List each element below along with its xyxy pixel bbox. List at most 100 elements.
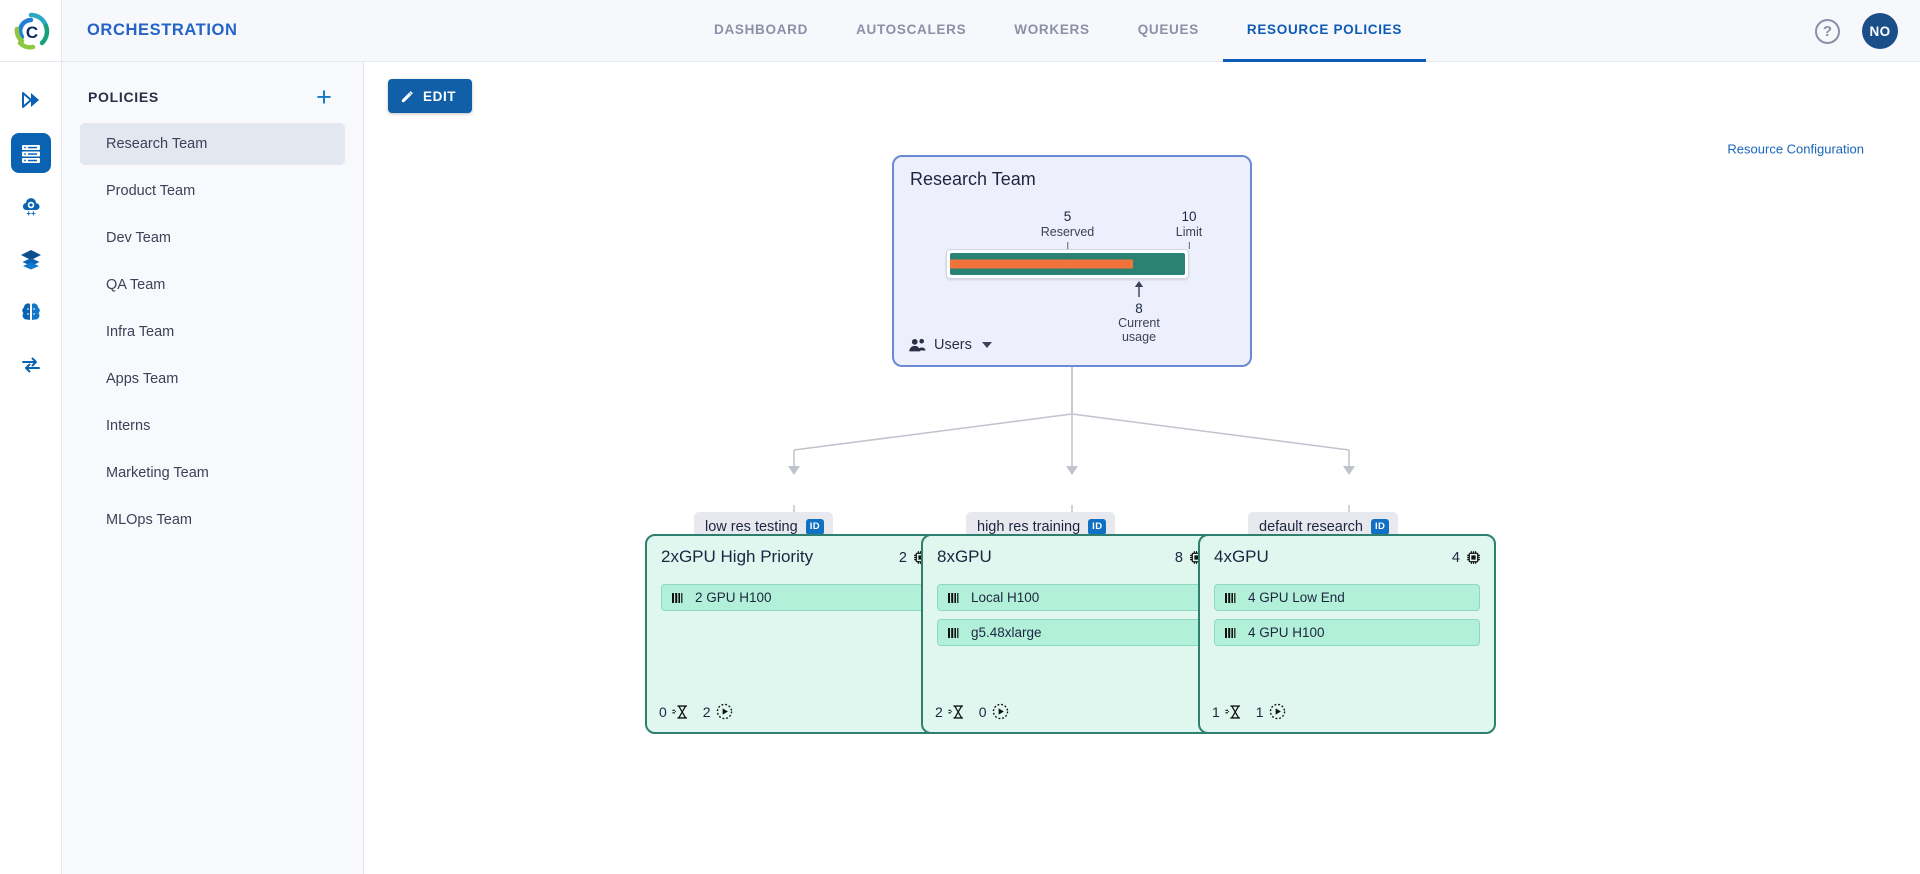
resource-item[interactable]: g5.48xlarge — [937, 619, 1203, 646]
pending-count: 1 — [1212, 703, 1220, 720]
resource-group-title: 8xGPU — [937, 547, 992, 566]
sidebar-item-interns[interactable]: Interns — [106, 418, 151, 434]
resource-item[interactable]: 2 GPU H100 — [661, 584, 927, 611]
running-count: 1 — [1255, 703, 1264, 720]
double-chevron-right-icon — [21, 92, 39, 108]
gauge-usage-marker: 8 Current usage — [1114, 281, 1164, 344]
resource-group-title: 4xGPU — [1214, 547, 1269, 566]
pending-stat: 1 — [1212, 704, 1242, 720]
tab-dashboard[interactable]: DASHBOARD — [714, 22, 809, 37]
cloud-gear-icon: ++ — [22, 198, 40, 218]
resource-item[interactable]: 4 GPU Low End — [1214, 584, 1480, 611]
resource-group-count-value: 2 — [898, 549, 907, 566]
pending-count: 0 — [659, 703, 667, 720]
sidebar-item-infra-team[interactable]: Infra Team — [106, 324, 175, 340]
id-badge: ID — [1370, 519, 1390, 535]
tab-autoscalers[interactable]: AUTOSCALERS — [856, 22, 967, 37]
users-dropdown[interactable]: Users — [908, 337, 992, 353]
help-icon[interactable]: ? — [1815, 18, 1840, 44]
policy-tree-canvas: Research Team 5 Reserved 10 Limit — [364, 62, 1920, 874]
sidebar-item-dev-team[interactable]: Dev Team — [106, 230, 172, 246]
resource-group-items: Local H100 g5.48xlarge — [937, 584, 1203, 654]
rail-item-brain[interactable] — [11, 292, 51, 332]
resource-group-card-2xgpu-high-priority[interactable]: 2xGPU High Priority 2 2 GPU — [645, 534, 943, 734]
policy-list: Research Team Product Team Dev Team QA T… — [62, 120, 363, 541]
users-label: Users — [934, 337, 972, 353]
resource-item[interactable]: 4 GPU H100 — [1214, 619, 1480, 646]
icon-rail: ++ — [0, 62, 62, 874]
resource-group-footer: 1 1 — [1212, 703, 1286, 720]
resource-item-label: 4 GPU Low End — [1248, 590, 1345, 605]
app-title: ORCHESTRATION — [87, 21, 238, 39]
svg-text:C: C — [25, 23, 37, 42]
server-rack-icon — [21, 145, 40, 163]
running-stat: 2 — [703, 703, 733, 720]
gpu-bars-icon — [948, 627, 959, 638]
resource-item-label: Local H100 — [971, 590, 1040, 605]
queue-pill-label: default research — [1259, 519, 1363, 535]
rail-item-layers[interactable] — [11, 239, 51, 279]
policies-title: POLICIES — [88, 89, 159, 105]
tab-workers[interactable]: WORKERS — [1014, 22, 1090, 37]
main-nav-tabs: DASHBOARD AUTOSCALERS WORKERS QUEUES RES… — [690, 0, 1427, 62]
gauge-reserved-stem — [1067, 242, 1068, 249]
hourglass-icon — [1225, 704, 1240, 719]
pending-count: 2 — [935, 703, 943, 720]
users-icon — [909, 338, 926, 352]
pending-stat: 2 — [935, 704, 965, 720]
add-policy-button[interactable]: + — [316, 82, 332, 112]
cpu-chip-icon — [1467, 551, 1480, 564]
resource-group-count-value: 4 — [1451, 549, 1460, 566]
rail-item-double-chevron[interactable] — [11, 80, 51, 120]
policies-header: POLICIES + — [62, 62, 363, 120]
sidebar-item-qa-team[interactable]: QA Team — [106, 277, 166, 293]
resource-group-title: 2xGPU High Priority — [661, 547, 814, 566]
sidebar-item-product-team[interactable]: Product Team — [106, 183, 196, 199]
edit-button[interactable]: EDIT — [388, 79, 473, 113]
rail-item-server-rack[interactable] — [10, 133, 51, 173]
resource-group-card-4xgpu[interactable]: 4xGPU 4 4 GPU Low End — [1198, 534, 1496, 734]
rail-item-transfer[interactable] — [11, 345, 51, 385]
root-policy-card[interactable]: Research Team 5 Reserved 10 Limit — [892, 155, 1252, 367]
gauge-limit-marker: 10 Limit — [1176, 209, 1202, 249]
gauge-usage-label: Current usage — [1118, 316, 1160, 344]
tab-queues[interactable]: QUEUES — [1137, 22, 1199, 37]
gauge-bar — [946, 249, 1189, 279]
sidebar-item-marketing-team[interactable]: Marketing Team — [106, 465, 209, 481]
running-count: 0 — [978, 703, 987, 720]
resource-configuration-link[interactable]: Resource Configuration — [1727, 141, 1864, 157]
resource-item-label: 4 GPU H100 — [1248, 625, 1325, 640]
app-logo[interactable]: C — [0, 0, 62, 61]
resource-group-footer: 2 0 — [935, 703, 1009, 720]
running-count: 2 — [702, 703, 711, 720]
top-bar: C ORCHESTRATION DASHBOARD AUTOSCALERS WO… — [0, 0, 1920, 62]
gauge-reserved-fill — [950, 253, 1185, 275]
resource-group-count: 4 — [1452, 549, 1482, 566]
svg-text:++: ++ — [26, 209, 36, 218]
queue-pill-label: low res testing — [705, 519, 798, 535]
tab-resource-policies[interactable]: RESOURCE POLICIES — [1222, 0, 1427, 62]
sidebar-item-mlops-team[interactable]: MLOps Team — [106, 512, 192, 528]
rail-item-cloud-gear[interactable]: ++ — [11, 186, 51, 226]
gauge-reserved-label: Reserved — [1040, 225, 1095, 239]
sidebar-item-apps-team[interactable]: Apps Team — [106, 371, 179, 387]
up-arrow-icon — [1134, 281, 1144, 297]
resource-group-footer: 0 2 — [659, 703, 733, 720]
gauge-limit-label: Limit — [1175, 225, 1203, 239]
resource-group-items: 2 GPU H100 — [661, 584, 927, 619]
edit-button-label: EDIT — [423, 88, 457, 104]
sidebar-item-research-team[interactable]: Research Team — [80, 123, 345, 165]
gpu-bars-icon — [1225, 627, 1236, 638]
id-badge: ID — [1088, 519, 1107, 535]
resource-item[interactable]: Local H100 — [937, 584, 1203, 611]
gauge-limit-value: 10 — [1181, 209, 1197, 224]
root-policy-title: Research Team — [910, 169, 1036, 189]
gauge-usage-value: 8 — [1135, 301, 1143, 316]
policies-panel: POLICIES + Research Team Product Team De… — [62, 62, 364, 874]
queue-pill-label: high res training — [977, 519, 1081, 535]
resource-group-card-8xgpu[interactable]: 8xGPU 8 Local H100 — [921, 534, 1219, 734]
running-play-icon — [1269, 703, 1285, 720]
running-stat: 0 — [979, 703, 1009, 720]
avatar[interactable]: NO — [1862, 13, 1898, 49]
chevron-down-icon — [981, 342, 992, 348]
